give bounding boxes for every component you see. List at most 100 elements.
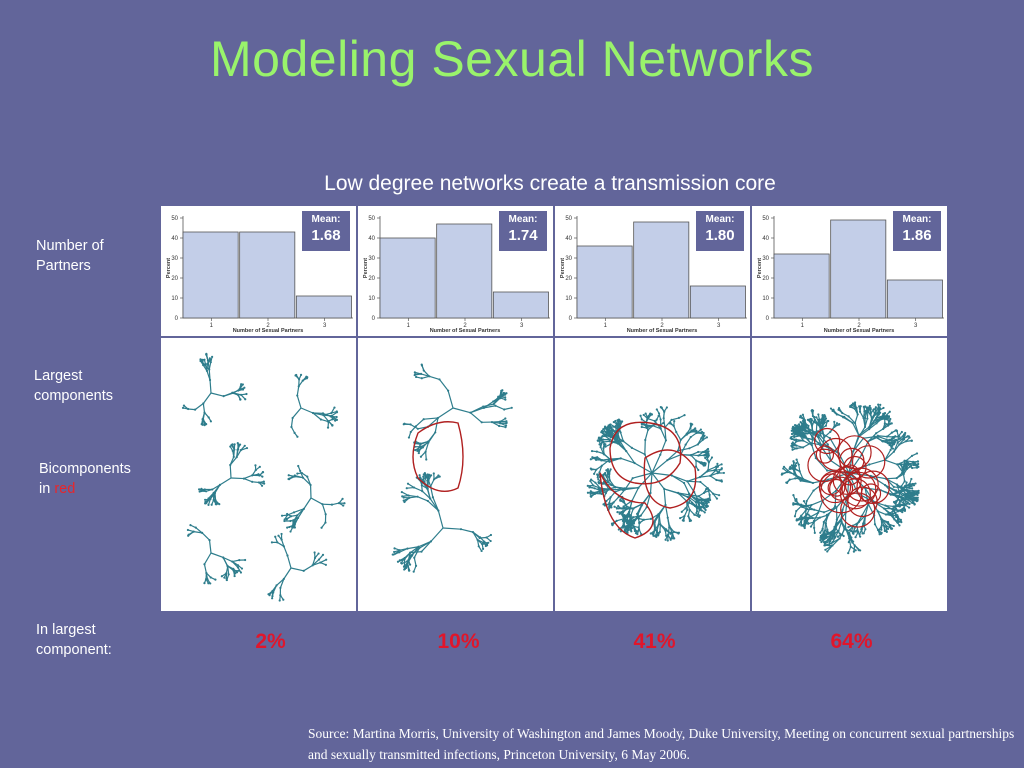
network-edge (800, 510, 807, 517)
network-node (798, 416, 802, 419)
bicomponent-loop (829, 476, 854, 501)
network-edge (664, 419, 673, 428)
network-node (589, 479, 592, 483)
y-tick-label: 10 (368, 296, 375, 302)
network-node (720, 468, 723, 471)
network-node (809, 417, 812, 421)
bicomponent-loop (815, 445, 835, 464)
network-node (699, 428, 702, 431)
network-node (210, 503, 213, 506)
network-edge (689, 497, 697, 503)
network-node (621, 420, 624, 423)
network-edge (811, 444, 817, 459)
network-node (836, 535, 839, 538)
network-node (689, 519, 693, 522)
network-edge (663, 488, 667, 506)
network-node (790, 435, 793, 439)
bar (182, 231, 239, 319)
network-node (402, 496, 405, 499)
network-edge (595, 465, 603, 471)
network-node (335, 411, 339, 414)
network-node (916, 493, 919, 497)
network-node (405, 487, 408, 490)
network-node (698, 508, 702, 512)
network-node (438, 475, 441, 478)
network-edge (621, 506, 625, 515)
mean-box: Mean: 1.74 (499, 211, 547, 251)
network-node (900, 498, 903, 502)
network-edge (799, 432, 808, 437)
red-word: red (54, 481, 76, 497)
network-node (903, 509, 906, 512)
network-node (203, 582, 206, 585)
network-node (905, 481, 908, 484)
network-node (810, 409, 813, 412)
network-node (655, 408, 658, 411)
network-node (229, 445, 232, 448)
network-node (797, 423, 801, 426)
bar (576, 245, 633, 319)
network-edge (892, 504, 900, 510)
network-edge (403, 563, 409, 570)
network-edge (281, 539, 285, 547)
network-edge (870, 475, 887, 480)
network-edge (598, 465, 603, 473)
y-tick-label: 40 (762, 236, 769, 242)
network-edge (296, 395, 302, 409)
network-edge (209, 492, 215, 500)
network-node (911, 501, 914, 504)
network-node (791, 441, 794, 444)
network-edge (683, 509, 688, 517)
network-node (235, 570, 238, 573)
network-node (877, 407, 880, 410)
slide-subtitle: Low degree networks create a transmissio… (324, 172, 776, 195)
network-edge (421, 540, 432, 553)
network-node (681, 519, 684, 522)
network-node (889, 422, 892, 425)
network-edge (623, 500, 633, 508)
network-node (333, 406, 336, 409)
y-tick-label: 50 (565, 216, 572, 222)
network-node (413, 373, 416, 377)
network-edge (230, 477, 245, 480)
network-node (650, 413, 653, 416)
network-edge (807, 430, 819, 435)
network-node (665, 534, 668, 537)
network-node (609, 423, 612, 426)
network-node (883, 529, 886, 533)
network-edge (884, 411, 891, 418)
network-edge (651, 459, 668, 474)
network-node (782, 467, 785, 470)
network-node (819, 539, 822, 542)
network-node (596, 439, 599, 442)
network-edge (290, 417, 294, 428)
network-edge (806, 504, 812, 515)
network-edge (709, 475, 717, 481)
network-node (419, 455, 423, 458)
network-edge (858, 426, 870, 436)
network-edge (425, 451, 427, 460)
network-edge (188, 408, 196, 411)
network-node (588, 486, 591, 489)
network-edge (846, 529, 854, 533)
bar (239, 231, 296, 319)
network-node (285, 517, 288, 520)
network-node (263, 482, 266, 485)
network-node (799, 420, 802, 424)
network-node (904, 431, 907, 435)
network-edge (805, 500, 808, 511)
network-node (287, 474, 290, 477)
network-node (414, 448, 417, 452)
network-node (487, 541, 490, 544)
network-node (424, 475, 427, 478)
network-node (501, 389, 504, 392)
network-edge (320, 418, 328, 423)
network-node (199, 359, 202, 363)
network-edge (413, 486, 423, 492)
network-node (417, 451, 420, 455)
network-edge (202, 403, 206, 413)
bicomponent-loop (832, 465, 862, 495)
network-node (236, 441, 239, 445)
network-node (504, 393, 507, 396)
network-edge (193, 531, 203, 534)
